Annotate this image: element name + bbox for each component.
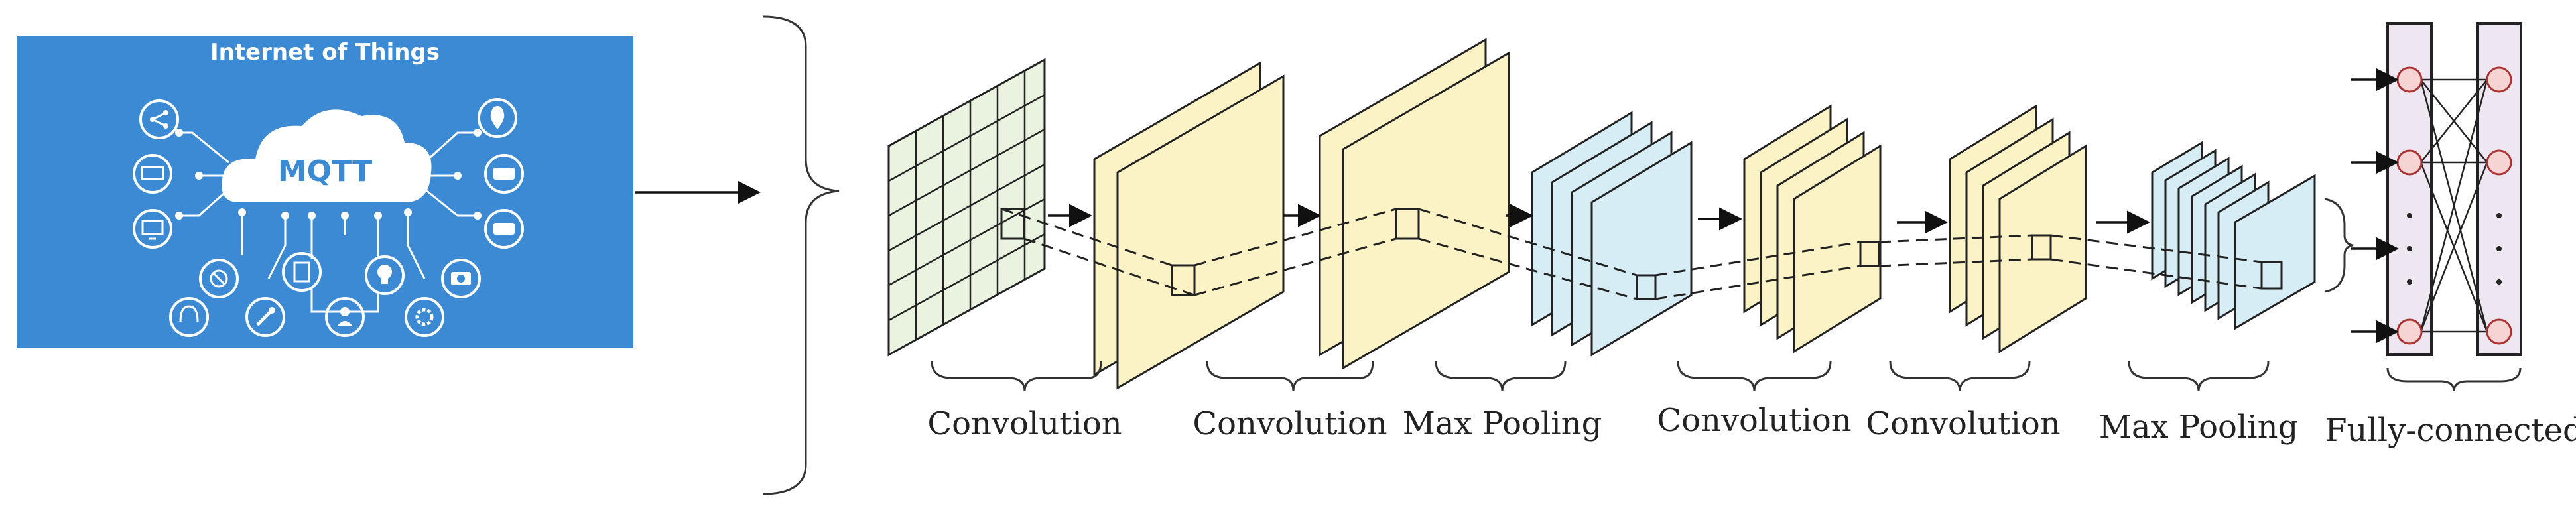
stage-braces xyxy=(931,361,2522,392)
lightbulb-icon xyxy=(365,255,405,295)
conv2-maps xyxy=(1319,38,1510,370)
iot-title: Internet of Things xyxy=(210,39,440,66)
conv3-maps xyxy=(1743,104,1882,353)
headphones-icon xyxy=(169,297,209,337)
stage-label-convolution-1: Convolution xyxy=(927,405,1122,442)
keyboard-icon xyxy=(484,154,524,194)
monitor-icon xyxy=(133,209,172,249)
person-icon xyxy=(325,297,365,337)
cloud-label: MQTT xyxy=(278,155,372,188)
camera-icon xyxy=(441,259,481,298)
stage-label-fully-connected: Fully-connected xyxy=(2325,412,2576,449)
layer-arrows xyxy=(1048,204,2150,234)
wrench-icon xyxy=(245,297,285,337)
input-grid xyxy=(887,58,1046,357)
stage-label-convolution-3: Convolution xyxy=(1657,402,1851,439)
iot-connection-dots xyxy=(175,129,482,220)
fully-connected-block xyxy=(2351,22,2522,356)
pool1-maps xyxy=(1531,111,1693,357)
stage-label-max-pooling-1: Max Pooling xyxy=(1403,405,1602,442)
stage-label-convolution-2: Convolution xyxy=(1192,405,1387,442)
cloud-icon xyxy=(222,109,432,202)
conv4-maps xyxy=(1949,104,2087,353)
fc-input-brace xyxy=(2324,198,2354,293)
location-pin-icon xyxy=(478,98,517,138)
stage-label-convolution-4: Convolution xyxy=(1866,405,2060,442)
gear-icon xyxy=(405,297,444,337)
no-entry-icon xyxy=(199,259,239,298)
architecture-brace xyxy=(762,15,840,495)
share-icon xyxy=(139,99,179,139)
chat-icon xyxy=(484,209,524,249)
stage-label-max-pooling-2: Max Pooling xyxy=(2099,409,2299,446)
tv-icon xyxy=(133,154,172,194)
iot-connection-lines xyxy=(179,131,478,313)
document-icon xyxy=(282,252,322,292)
pool2-maps xyxy=(2151,141,2316,330)
iot-panel: Internet of Things MQ xyxy=(17,36,633,348)
conv1-maps xyxy=(1093,61,1285,390)
stage-labels: Convolution Convolution Max Pooling Conv… xyxy=(927,402,2576,449)
receptive-field-lines xyxy=(1001,208,2262,300)
